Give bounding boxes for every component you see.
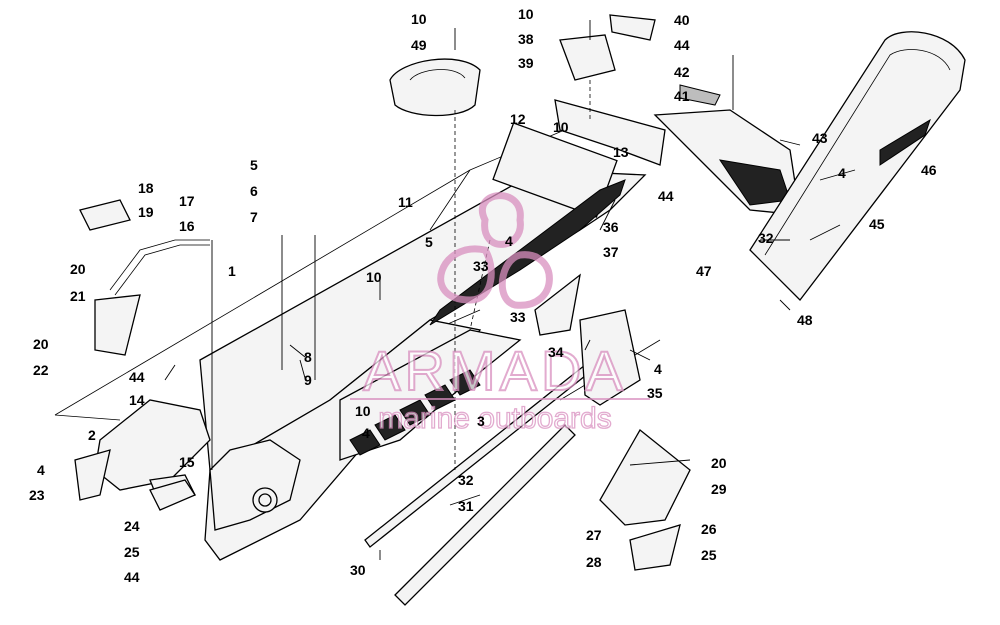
- callout-32-center: 32: [458, 472, 474, 488]
- watermark-logo: [437, 192, 553, 309]
- callout-4-bumper: 4: [838, 165, 846, 181]
- callout-12: 12: [510, 111, 526, 127]
- callout-41: 41: [674, 88, 690, 104]
- callout-4-center: 4: [362, 425, 370, 441]
- callout-31: 31: [458, 498, 474, 514]
- callout-20-right: 20: [711, 455, 727, 471]
- callout-labels: 10 49 10 38 39 40 44 42 41 43 4 46 12 10…: [29, 6, 937, 585]
- callout-15: 15: [179, 454, 195, 470]
- watermark: ARMADA marine outboards: [350, 192, 650, 436]
- callout-43: 43: [812, 130, 828, 146]
- left-bracket: [79, 199, 210, 356]
- callout-16: 16: [179, 218, 195, 234]
- callout-44-left: 44: [129, 369, 145, 385]
- callout-4-mid: 4: [505, 233, 513, 249]
- callout-20-upper: 20: [70, 261, 86, 277]
- callout-44-flap: 44: [658, 188, 674, 204]
- callout-46: 46: [921, 162, 937, 178]
- callout-10-top: 10: [411, 11, 427, 27]
- callout-42: 42: [674, 64, 690, 80]
- tunnel-slots: [349, 369, 481, 456]
- callout-34: 34: [548, 344, 564, 360]
- callout-25-right: 25: [701, 547, 717, 563]
- callout-25-left: 25: [124, 544, 140, 560]
- callout-10-lower: 10: [355, 403, 371, 419]
- callout-13: 13: [613, 144, 629, 160]
- callout-24: 24: [124, 518, 140, 534]
- callout-37: 37: [603, 244, 619, 260]
- callout-10-plate: 10: [553, 119, 569, 135]
- seat-pad: [389, 58, 481, 117]
- callout-49: 49: [411, 37, 427, 53]
- callout-32-right: 32: [758, 230, 774, 246]
- callout-48: 48: [797, 312, 813, 328]
- snow-flap: [653, 84, 801, 216]
- rear-bumper: [749, 31, 966, 301]
- callout-8: 8: [304, 349, 312, 365]
- callout-44-bottom: 44: [124, 569, 140, 585]
- callout-19: 19: [138, 204, 154, 220]
- callout-28: 28: [586, 554, 602, 570]
- callout-29: 29: [711, 481, 727, 497]
- watermark-brand: ARMADA: [363, 339, 627, 402]
- callout-14: 14: [129, 392, 145, 408]
- tunnel-assembly: [199, 99, 666, 561]
- callout-39: 39: [518, 55, 534, 71]
- callout-4-footrest: 4: [654, 361, 662, 377]
- watermark-tagline: marine outboards: [378, 402, 611, 435]
- callout-22: 22: [33, 362, 49, 378]
- callout-5-left: 5: [250, 157, 258, 173]
- callout-21: 21: [70, 288, 86, 304]
- callout-3: 3: [477, 413, 485, 429]
- callout-7: 7: [250, 209, 258, 225]
- front-pad: [149, 479, 196, 511]
- callout-40: 40: [674, 12, 690, 28]
- callout-38: 38: [518, 31, 534, 47]
- callout-18: 18: [138, 180, 154, 196]
- callout-17: 17: [179, 193, 195, 209]
- callout-45: 45: [869, 216, 885, 232]
- mount-block: [559, 14, 656, 81]
- callout-10-mount: 10: [518, 6, 534, 22]
- callout-33-a: 33: [473, 258, 489, 274]
- callout-30: 30: [350, 562, 366, 578]
- callout-20-lower: 20: [33, 336, 49, 352]
- callout-47: 47: [696, 263, 712, 279]
- callout-35: 35: [647, 385, 663, 401]
- callout-5-mid: 5: [425, 234, 433, 250]
- callout-4-front: 4: [37, 462, 45, 478]
- callout-1: 1: [228, 263, 236, 279]
- callout-9: 9: [304, 372, 312, 388]
- callout-23: 23: [29, 487, 45, 503]
- callout-2: 2: [88, 427, 96, 443]
- footrest-right: [534, 273, 691, 571]
- callout-11: 11: [398, 194, 413, 210]
- callout-27: 27: [586, 527, 602, 543]
- callout-36: 36: [603, 219, 619, 235]
- callout-33-b: 33: [510, 309, 526, 325]
- callout-44-top: 44: [674, 37, 690, 53]
- callout-10-tunnel: 10: [366, 269, 382, 285]
- callout-6: 6: [250, 183, 258, 199]
- callout-26: 26: [701, 521, 717, 537]
